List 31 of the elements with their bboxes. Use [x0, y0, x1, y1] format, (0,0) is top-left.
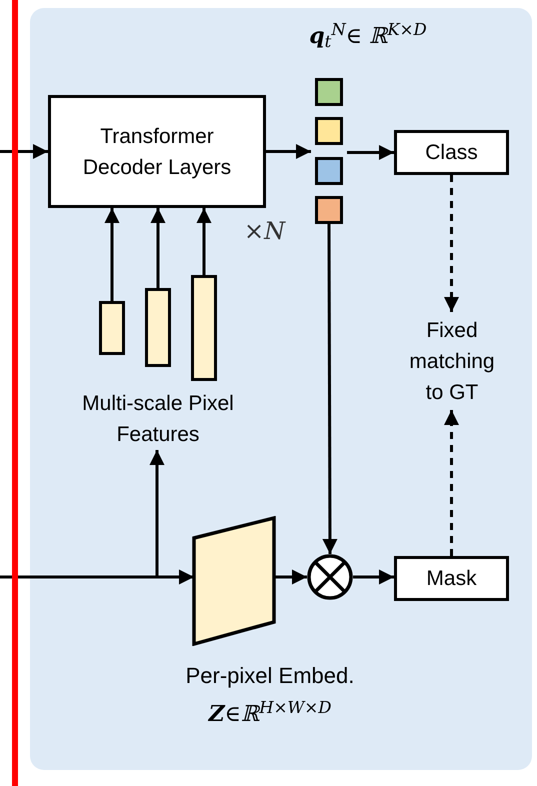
math-label: ×N	[244, 216, 286, 247]
query-square	[315, 196, 343, 224]
arrow	[104, 208, 120, 301]
feature-bar	[145, 288, 171, 367]
process-box: Mask	[394, 556, 509, 601]
process-box: Transformer Decoder Layers	[48, 95, 266, 208]
arrow	[0, 144, 48, 159]
arrow	[274, 570, 307, 584]
arrow	[266, 144, 311, 159]
query-square	[315, 117, 343, 145]
math-label: Z∈ℝ$^{H×W×D}$	[207, 698, 332, 729]
node-text: Multi-scale Pixel Features	[80, 388, 236, 450]
dashed-arrow	[444, 410, 459, 556]
node-text: Fixed matching to GT	[404, 312, 500, 410]
arrow	[347, 145, 394, 160]
query-square	[315, 157, 343, 185]
feature-bar	[99, 301, 125, 355]
math-label: q$_{t}$$^{N}$∈ ℝ$^{K×D}$	[308, 20, 428, 53]
feature-bar	[191, 275, 217, 381]
process-box: Class	[394, 130, 509, 175]
arrow	[353, 570, 394, 584]
dashed-arrow	[444, 175, 459, 312]
arrow	[322, 224, 338, 554]
multiply-circle	[307, 554, 353, 600]
query-square	[315, 78, 343, 106]
arrow	[150, 450, 164, 577]
arrow	[0, 570, 194, 584]
arrow	[196, 208, 212, 275]
node-caption: Per-pixel Embed.	[184, 662, 356, 690]
trapezoid-shape	[192, 516, 276, 646]
arrow	[150, 208, 166, 288]
